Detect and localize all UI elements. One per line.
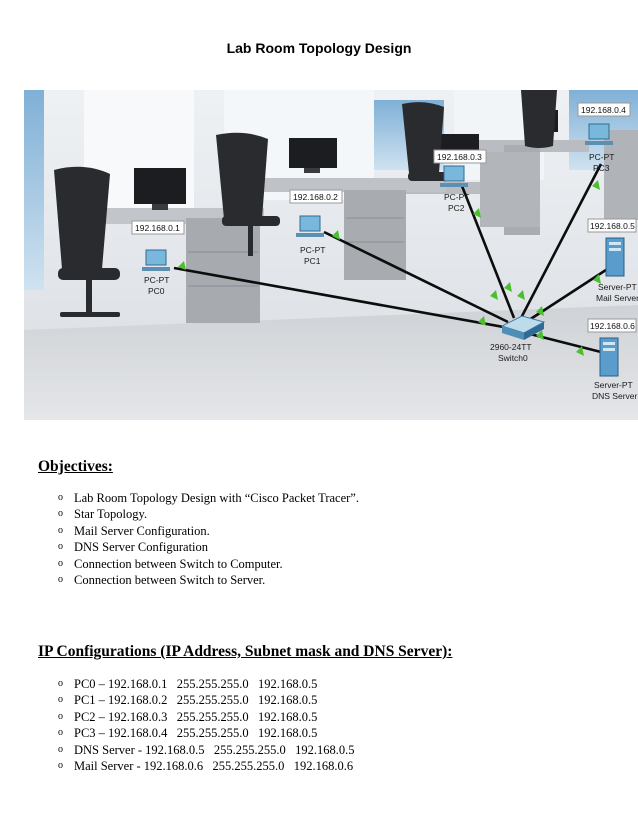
list-item-text: Mail Server Configuration. [74, 523, 210, 538]
mail-server-icon [605, 237, 625, 277]
pc2-icon [443, 165, 465, 182]
list-item: o DNS Server Configuration [58, 539, 359, 555]
mail-server-type-label: Server-PT [598, 282, 637, 292]
pc0-icon [145, 249, 167, 266]
pc0-type-label: PC-PT [144, 275, 170, 285]
bullet-marker: o [58, 492, 63, 503]
list-item: o PC0 – 192.168.0.1 255.255.255.0 192.168… [58, 676, 355, 692]
bullet-marker: o [58, 710, 63, 722]
list-item: o Mail Server - 192.168.0.6 255.255.255.0… [58, 758, 355, 774]
list-item-text: PC1 – 192.168.0.2 255.255.255.0 192.168.… [74, 693, 318, 708]
switch-type-label: 2960-24TT [490, 342, 532, 352]
dns-server-device: 192.168.0.6 Server-PT DNS Server [587, 318, 638, 401]
bullet-marker: o [58, 508, 63, 520]
pc3-type-label: PC-PT [589, 152, 615, 162]
list-item-text: Star Topology. [74, 507, 148, 522]
list-item-text: Connection between Switch to Computer. [74, 556, 283, 571]
mail-server-name-label: Mail Server [596, 293, 638, 303]
pc1-ip-label: 192.168.0.2 [293, 192, 338, 202]
list-item-text: PC2 – 192.168.0.3 255.255.255.0 192.168.… [74, 709, 318, 724]
bullet-marker: o [58, 541, 63, 553]
objectives-heading: Objectives: [38, 458, 113, 475]
list-item: o Mail Server Configuration. [58, 523, 359, 539]
link-lights [178, 180, 601, 356]
ip-config-heading: IP Configurations (IP Address, Subnet ma… [38, 643, 453, 660]
list-item: o PC2 – 192.168.0.3 255.255.255.0 192.168… [58, 709, 355, 725]
list-item: o Star Topology. [58, 506, 359, 522]
office-chairs [54, 90, 557, 317]
list-item: o Connection between Switch to Computer. [58, 556, 359, 572]
page-title: Lab Room Topology Design [226, 40, 412, 56]
dns-server-ip-label: 192.168.0.6 [590, 321, 635, 331]
bullet-marker: o [58, 727, 63, 739]
bullet-marker: o [58, 694, 63, 706]
pc3-icon [588, 123, 610, 140]
pc0-ip-label: 192.168.0.1 [135, 223, 180, 233]
pc1-type-label: PC-PT [300, 245, 326, 255]
list-item-text: Lab Room Topology Design with “Cisco Pac… [74, 491, 359, 505]
list-item: o PC1 – 192.168.0.2 255.255.255.0 192.168… [58, 692, 355, 708]
list-item: o Lab Room Topology Design with “Cisco Pa… [58, 490, 359, 506]
pc3-ip-label: 192.168.0.4 [581, 105, 626, 115]
switch-name-label: Switch0 [498, 353, 528, 363]
pc1-name-label: PC1 [304, 256, 321, 266]
pc2-type-label: PC-PT [444, 192, 470, 202]
ip-config-list: o PC0 – 192.168.0.1 255.255.255.0 192.168… [58, 676, 355, 774]
pc3-device: 192.168.0.4 PC-PT PC3 [577, 102, 631, 173]
mail-server-device: 192.168.0.5 Server-PT Mail Server [587, 218, 638, 303]
bullet-marker: o [58, 678, 63, 689]
pc0-device: 192.168.0.1 PC-PT PC0 [131, 220, 185, 296]
dns-server-name-label: DNS Server [592, 391, 638, 401]
mail-server-ip-label: 192.168.0.5 [590, 221, 635, 231]
switch-icon: 2960-24TT Switch0 [490, 315, 546, 363]
room-floor [24, 305, 638, 420]
bullet-marker: o [58, 759, 63, 771]
list-item-text: Mail Server - 192.168.0.6 255.255.255.0 … [74, 758, 354, 773]
pc3-name-label: PC3 [593, 163, 610, 173]
dns-server-icon [599, 337, 619, 377]
topology-figure: 2960-24TT Switch0 192.168.0.1 PC-PT PC0 … [24, 90, 638, 420]
bullet-marker: o [58, 524, 63, 536]
pc2-ip-label: 192.168.0.3 [437, 152, 482, 162]
list-item: o PC3 – 192.168.0.4 255.255.255.0 192.168… [58, 725, 355, 741]
topology-diagram: 2960-24TT Switch0 192.168.0.1 PC-PT PC0 … [24, 90, 638, 420]
bullet-marker: o [58, 743, 63, 755]
list-item-text: PC3 – 192.168.0.4 255.255.255.0 192.168.… [74, 726, 318, 741]
dns-server-type-label: Server-PT [594, 380, 633, 390]
list-item-text: DNS Server Configuration [74, 540, 209, 555]
list-item-text: Connection between Switch to Server. [74, 572, 266, 587]
pc2-name-label: PC2 [448, 203, 465, 213]
pc1-device: 192.168.0.2 PC-PT PC1 [289, 189, 343, 266]
objectives-list: o Lab Room Topology Design with “Cisco Pa… [58, 490, 359, 588]
list-item: o DNS Server - 192.168.0.5 255.255.255.0 … [58, 742, 355, 758]
pc2-device: 192.168.0.3 PC-PT PC2 [433, 149, 487, 213]
list-item-text: DNS Server - 192.168.0.5 255.255.255.0 1… [74, 742, 355, 757]
pc1-icon [299, 215, 321, 232]
list-item-text: PC0 – 192.168.0.1 255.255.255.0 192.168.… [74, 677, 318, 691]
bullet-marker: o [58, 557, 63, 569]
pc0-name-label: PC0 [148, 286, 165, 296]
bullet-marker: o [58, 573, 63, 585]
list-item: o Connection between Switch to Server. [58, 572, 359, 588]
